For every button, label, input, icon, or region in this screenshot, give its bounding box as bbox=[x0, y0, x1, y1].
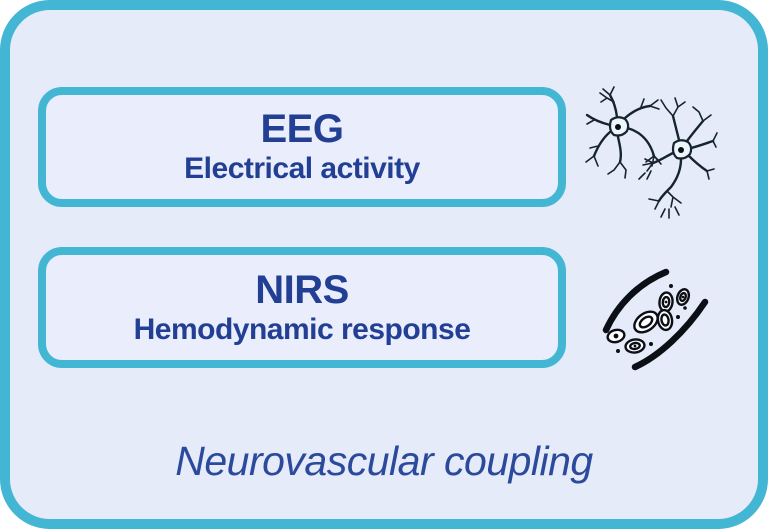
nirs-box-title: NIRS bbox=[255, 267, 349, 312]
nirs-box: NIRS Hemodynamic response bbox=[38, 247, 566, 368]
neurons-icon bbox=[585, 86, 718, 219]
eeg-box-title: EEG bbox=[260, 107, 344, 152]
eeg-box: EEG Electrical activity bbox=[38, 87, 566, 207]
figure-caption: Neurovascular coupling bbox=[175, 438, 593, 484]
eeg-box-subtitle: Electrical activity bbox=[184, 152, 420, 186]
blood-vessel-icon bbox=[602, 268, 709, 371]
nirs-box-subtitle: Hemodynamic response bbox=[133, 312, 471, 346]
